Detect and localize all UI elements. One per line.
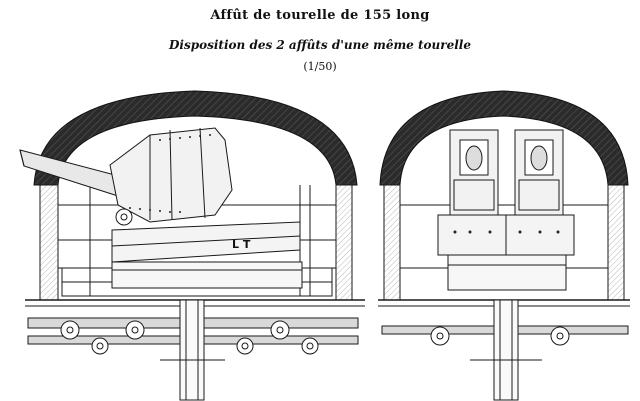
right-gun-breech-left bbox=[449, 129, 499, 221]
right-base-girder bbox=[447, 254, 567, 291]
drawing-subtitle: Disposition des 2 affûts d'une même tour… bbox=[169, 38, 471, 52]
svg-text:L T: L T bbox=[232, 238, 251, 251]
left-handwheel bbox=[115, 208, 133, 226]
right-gun-breech-right bbox=[514, 129, 564, 221]
drawing-title: Affût de tourelle de 155 long bbox=[210, 8, 430, 23]
left-cupola bbox=[33, 90, 358, 186]
left-rollers bbox=[60, 320, 319, 355]
left-base-girder bbox=[111, 261, 303, 289]
left-central-pivot bbox=[179, 299, 205, 401]
side-section-view: L T bbox=[19, 90, 365, 401]
right-rollers bbox=[430, 326, 570, 346]
right-cupola bbox=[379, 90, 629, 186]
left-carriage-frame bbox=[111, 221, 301, 263]
drawing-scale: (1/50) bbox=[303, 60, 337, 73]
right-central-pivot bbox=[493, 299, 519, 401]
front-section-view bbox=[378, 90, 630, 401]
